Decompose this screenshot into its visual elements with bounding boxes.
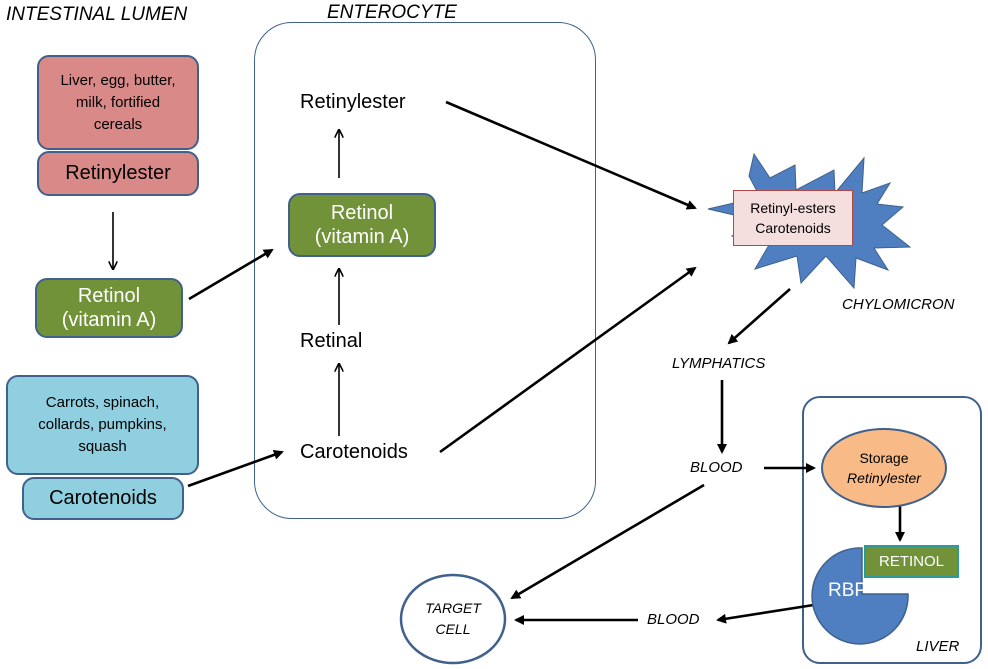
intestinal-lumen-heading: INTESTINAL LUMEN — [6, 4, 188, 25]
retinol-liver-box: RETINOL — [864, 545, 959, 578]
storage-label: Storage Retinylester — [822, 440, 946, 496]
lumen-retinol-box: Retinol (vitamin A) — [35, 278, 183, 338]
chylomicron-heading: CHYLOMICRON — [842, 296, 955, 313]
enterocyte-heading: ENTEROCYTE — [327, 2, 457, 23]
retinol-liver-text: RETINOL — [878, 553, 944, 570]
arrow-lumen-carotenoids-to-enterocyte — [187, 450, 284, 488]
dairy-sources-box: Liver, egg, butter, milk, fortified cere… — [37, 55, 199, 150]
rbp-shape — [811, 547, 909, 645]
veg-sources-text: Carrots, spinach, collards, pumpkins, sq… — [38, 394, 167, 455]
rbp-label: RBP — [828, 580, 868, 601]
chylomicron-line2: Carotenoids — [755, 220, 831, 236]
dairy-sources-text: Liver, egg, butter, milk, fortified cere… — [60, 71, 176, 133]
chylomicron-line1: Retinyl-esters — [750, 200, 836, 216]
lumen-retinol-line2: (vitamin A) — [61, 309, 157, 331]
target-cell-line2: CELL — [435, 621, 471, 637]
arrow-lumen-retinol-to-enterocyte — [188, 248, 274, 301]
enterocyte-carotenoids-label: Carotenoids — [300, 441, 408, 463]
enterocyte-retinol-line2: (vitamin A) — [314, 226, 410, 248]
enterocyte-retinal-label: Retinal — [300, 330, 363, 352]
arrow-rbp-to-blood — [716, 602, 821, 624]
storage-sub-text: Retinylester — [847, 470, 921, 486]
storage-text: Storage — [859, 450, 909, 466]
enterocyte-retinylester-label: Retinylester — [300, 91, 406, 113]
arrow-retinylester-to-chylomicron — [445, 100, 697, 210]
chylomicron-label-box: Retinyl-esters Carotenoids — [733, 190, 853, 246]
target-cell-circle — [399, 573, 507, 665]
blood-upper-label: BLOOD — [690, 459, 743, 476]
lymphatics-label: LYMPHATICS — [672, 355, 766, 372]
arrow-blood-to-target — [510, 483, 705, 600]
arrow-chylomicron-to-lymphatics — [727, 288, 791, 345]
target-cell-line1: TARGET — [425, 600, 481, 616]
liver-heading: LIVER — [916, 638, 960, 655]
lumen-carotenoids-box: Carotenoids — [22, 477, 184, 520]
storage-ellipse — [821, 428, 947, 508]
liver-container — [802, 396, 982, 664]
arrow-carotenoids-to-chylomicron — [439, 266, 697, 454]
lumen-retinylester-box: Retinylester — [37, 151, 199, 196]
lumen-carotenoids-text: Carotenoids — [49, 487, 157, 509]
enterocyte-retinol-box: Retinol (vitamin A) — [288, 193, 436, 257]
lumen-retinylester-text: Retinylester — [65, 162, 171, 184]
enterocyte-container — [254, 22, 596, 519]
enterocyte-retinol-line1: Retinol — [330, 202, 394, 224]
target-cell-label: TARGET CELL — [403, 596, 503, 642]
lumen-retinol-line1: Retinol — [77, 285, 141, 307]
blood-lower-label: BLOOD — [647, 611, 700, 628]
veg-sources-box: Carrots, spinach, collards, pumpkins, sq… — [6, 375, 199, 475]
